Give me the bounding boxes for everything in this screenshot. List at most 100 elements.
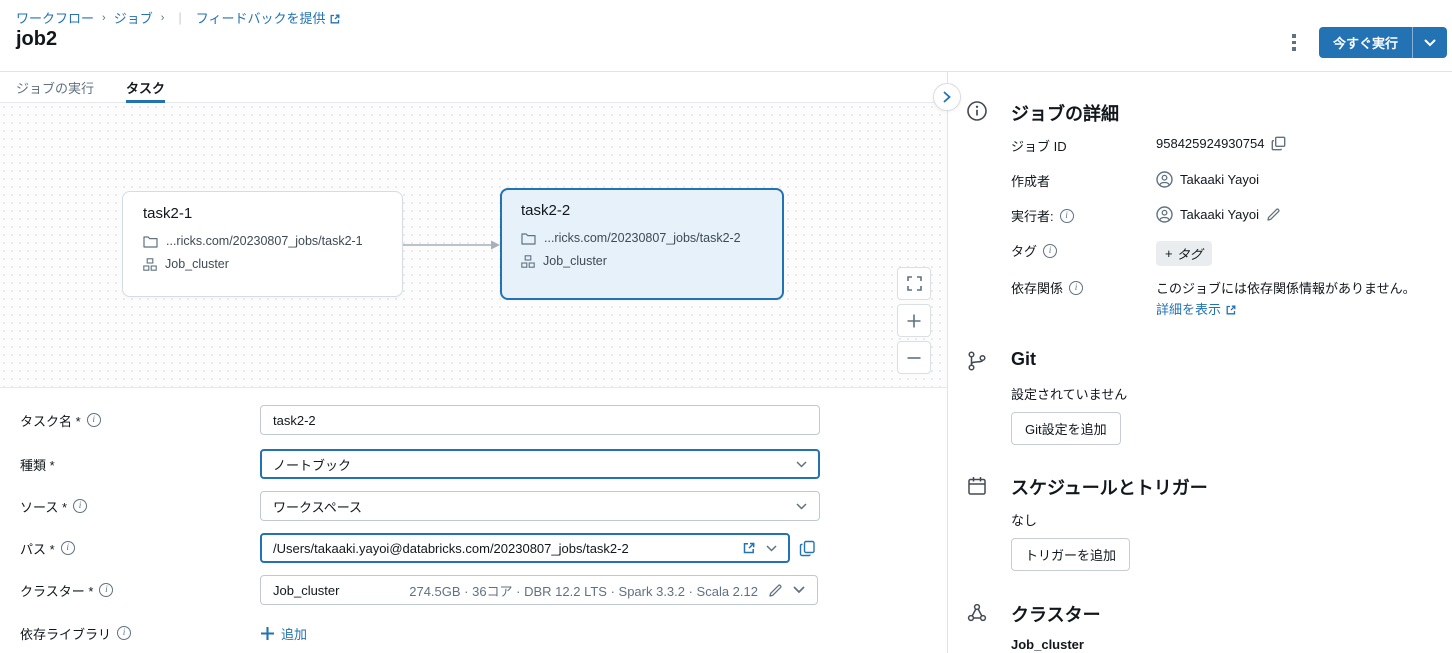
zoom-out-button[interactable] — [897, 341, 931, 374]
task-card-path: ...ricks.com/20230807_jobs/task2-1 — [166, 234, 363, 248]
dag-edge-arrow — [403, 240, 500, 250]
task-source-select[interactable]: ワークスペース — [260, 491, 820, 521]
git-status: 設定されていません — [1011, 387, 1128, 402]
avatar-icon — [1156, 171, 1173, 188]
task-cluster-label: クラスター *i — [20, 581, 260, 600]
cluster-icon — [143, 257, 157, 271]
task-path-row: パス *i /Users/takaaki.yayoi@databricks.co… — [20, 533, 816, 563]
info-icon[interactable]: i — [1069, 280, 1084, 295]
info-icon[interactable]: i — [86, 413, 101, 427]
job-tabs: ジョブの実行 タスク — [0, 72, 947, 103]
task-cluster-select[interactable]: Job_cluster 274.5GB · 36コア · DBR 12.2 LT… — [260, 575, 818, 605]
fullscreen-icon — [906, 276, 922, 291]
chevron-down-icon — [1424, 39, 1436, 47]
chevron-right-icon — [943, 91, 951, 103]
run-as-label: 実行者:i — [1011, 206, 1156, 225]
zoom-in-button[interactable] — [897, 304, 931, 337]
breadcrumb-separator: › — [102, 11, 106, 24]
collapse-panel-button[interactable] — [933, 83, 961, 111]
fit-to-screen-button[interactable] — [897, 267, 931, 300]
calendar-icon — [966, 475, 988, 497]
edit-run-as-pencil-icon[interactable] — [1266, 207, 1281, 222]
dag-canvas[interactable]: task2-1 ...ricks.com/20230807_jobs/task2… — [0, 103, 947, 388]
cluster-section-value: Job_cluster — [1011, 637, 1084, 652]
task-card-task2-2[interactable]: task2-2 ...ricks.com/20230807_jobs/task2… — [500, 188, 784, 300]
copy-job-id-icon[interactable] — [1271, 136, 1286, 151]
task-type-label: 種類 * — [20, 457, 55, 473]
task-card-title: task2-2 — [521, 202, 571, 219]
creator-label: 作成者 — [1011, 174, 1051, 189]
info-icon[interactable]: i — [60, 541, 75, 555]
cluster-network-icon — [966, 602, 988, 624]
cluster-detail: 274.5GB · 36コア · DBR 12.2 LTS · Spark 3.… — [409, 583, 758, 599]
info-icon[interactable]: i — [73, 499, 88, 513]
info-icon[interactable]: i — [1059, 208, 1074, 223]
breadcrumb-divider: | — [178, 10, 182, 25]
edit-cluster-pencil-icon[interactable] — [768, 583, 783, 598]
task-source-label: ソース *i — [20, 497, 260, 516]
add-git-settings-button[interactable]: Git設定を追加 — [1011, 412, 1121, 445]
run-now-split-button: 今すぐ実行 — [1318, 27, 1447, 58]
plus-icon — [260, 626, 275, 641]
feedback-link[interactable]: フィードバックを提供 — [196, 8, 341, 27]
info-circle-icon — [966, 100, 988, 122]
task-path-input[interactable]: /Users/takaaki.yayoi@databricks.com/2023… — [260, 533, 790, 563]
info-icon[interactable]: i — [117, 626, 132, 640]
task-card-path: ...ricks.com/20230807_jobs/task2-2 — [544, 231, 741, 245]
folder-icon — [143, 235, 158, 248]
header-actions: 今すぐ実行 — [1283, 27, 1447, 58]
task-source-row: ソース *i ワークスペース — [20, 491, 820, 521]
tab-job-runs[interactable]: ジョブの実行 — [16, 80, 95, 96]
run-as-value: Takaaki Yayoi — [1180, 207, 1260, 222]
dependencies-details-link[interactable]: 詳細を表示 — [1156, 299, 1237, 320]
schedule-section-title: スケジュールとトリガー — [1011, 478, 1208, 498]
page-title: job2 — [16, 28, 58, 50]
run-now-dropdown-button[interactable] — [1412, 27, 1447, 58]
task-card-cluster: Job_cluster — [543, 254, 607, 268]
add-tag-chip[interactable]: + タグ — [1156, 241, 1212, 266]
task-path-label: パス *i — [20, 539, 260, 558]
cluster-name: Job_cluster — [273, 582, 340, 598]
task-card-cluster: Job_cluster — [165, 257, 229, 271]
breadcrumb-workflows-link[interactable]: ワークフロー — [16, 11, 95, 26]
git-section-title: Git — [1011, 349, 1036, 369]
info-icon[interactable]: i — [1043, 243, 1058, 258]
chevron-down-icon — [796, 460, 807, 468]
minus-icon — [906, 350, 922, 366]
task-name-row: タスク名 *i — [20, 405, 820, 435]
job-details-panel: ジョブの詳細 ジョブ ID 958425924930754 作成者 Takaak… — [947, 72, 1452, 653]
add-library-button[interactable]: 追加 — [260, 624, 307, 643]
folder-icon — [521, 232, 536, 245]
run-now-button[interactable]: 今すぐ実行 — [1318, 27, 1412, 58]
external-link-icon — [329, 13, 341, 25]
job-id-label: ジョブ ID — [1011, 139, 1067, 154]
info-icon[interactable]: i — [99, 583, 114, 597]
page-header: ワークフロー › ジョブ › | フィードバックを提供 job2 今すぐ実行 — [0, 0, 1452, 72]
cluster-icon — [521, 254, 535, 268]
chevron-down-icon[interactable] — [793, 586, 805, 594]
plus-icon — [906, 313, 922, 329]
add-trigger-button[interactable]: トリガーを追加 — [1011, 538, 1131, 571]
task-type-select[interactable]: ノートブック — [260, 449, 820, 479]
creator-row: 作成者 Takaaki Yayoi — [1011, 171, 1259, 190]
open-path-external-icon[interactable] — [742, 541, 756, 555]
avatar-icon — [1156, 206, 1173, 223]
copy-path-icon[interactable] — [799, 540, 816, 557]
job-details-title: ジョブの詳細 — [1011, 104, 1119, 124]
tab-tasks[interactable]: タスク — [126, 72, 166, 103]
creator-value: Takaaki Yayoi — [1180, 172, 1260, 187]
task-editor-pane: ジョブの実行 タスク task2-1 ...ricks.com/20230807… — [0, 72, 947, 653]
breadcrumb-separator: › — [160, 11, 165, 24]
chevron-down-icon[interactable] — [766, 544, 777, 552]
breadcrumb-jobs-link[interactable]: ジョブ — [113, 11, 153, 26]
kebab-menu-button[interactable] — [1283, 28, 1305, 58]
schedule-status: なし — [1011, 513, 1038, 528]
task-card-task2-1[interactable]: task2-1 ...ricks.com/20230807_jobs/task2… — [122, 191, 403, 297]
cluster-section-title: クラスター — [1011, 605, 1101, 625]
task-name-input[interactable] — [260, 405, 820, 435]
